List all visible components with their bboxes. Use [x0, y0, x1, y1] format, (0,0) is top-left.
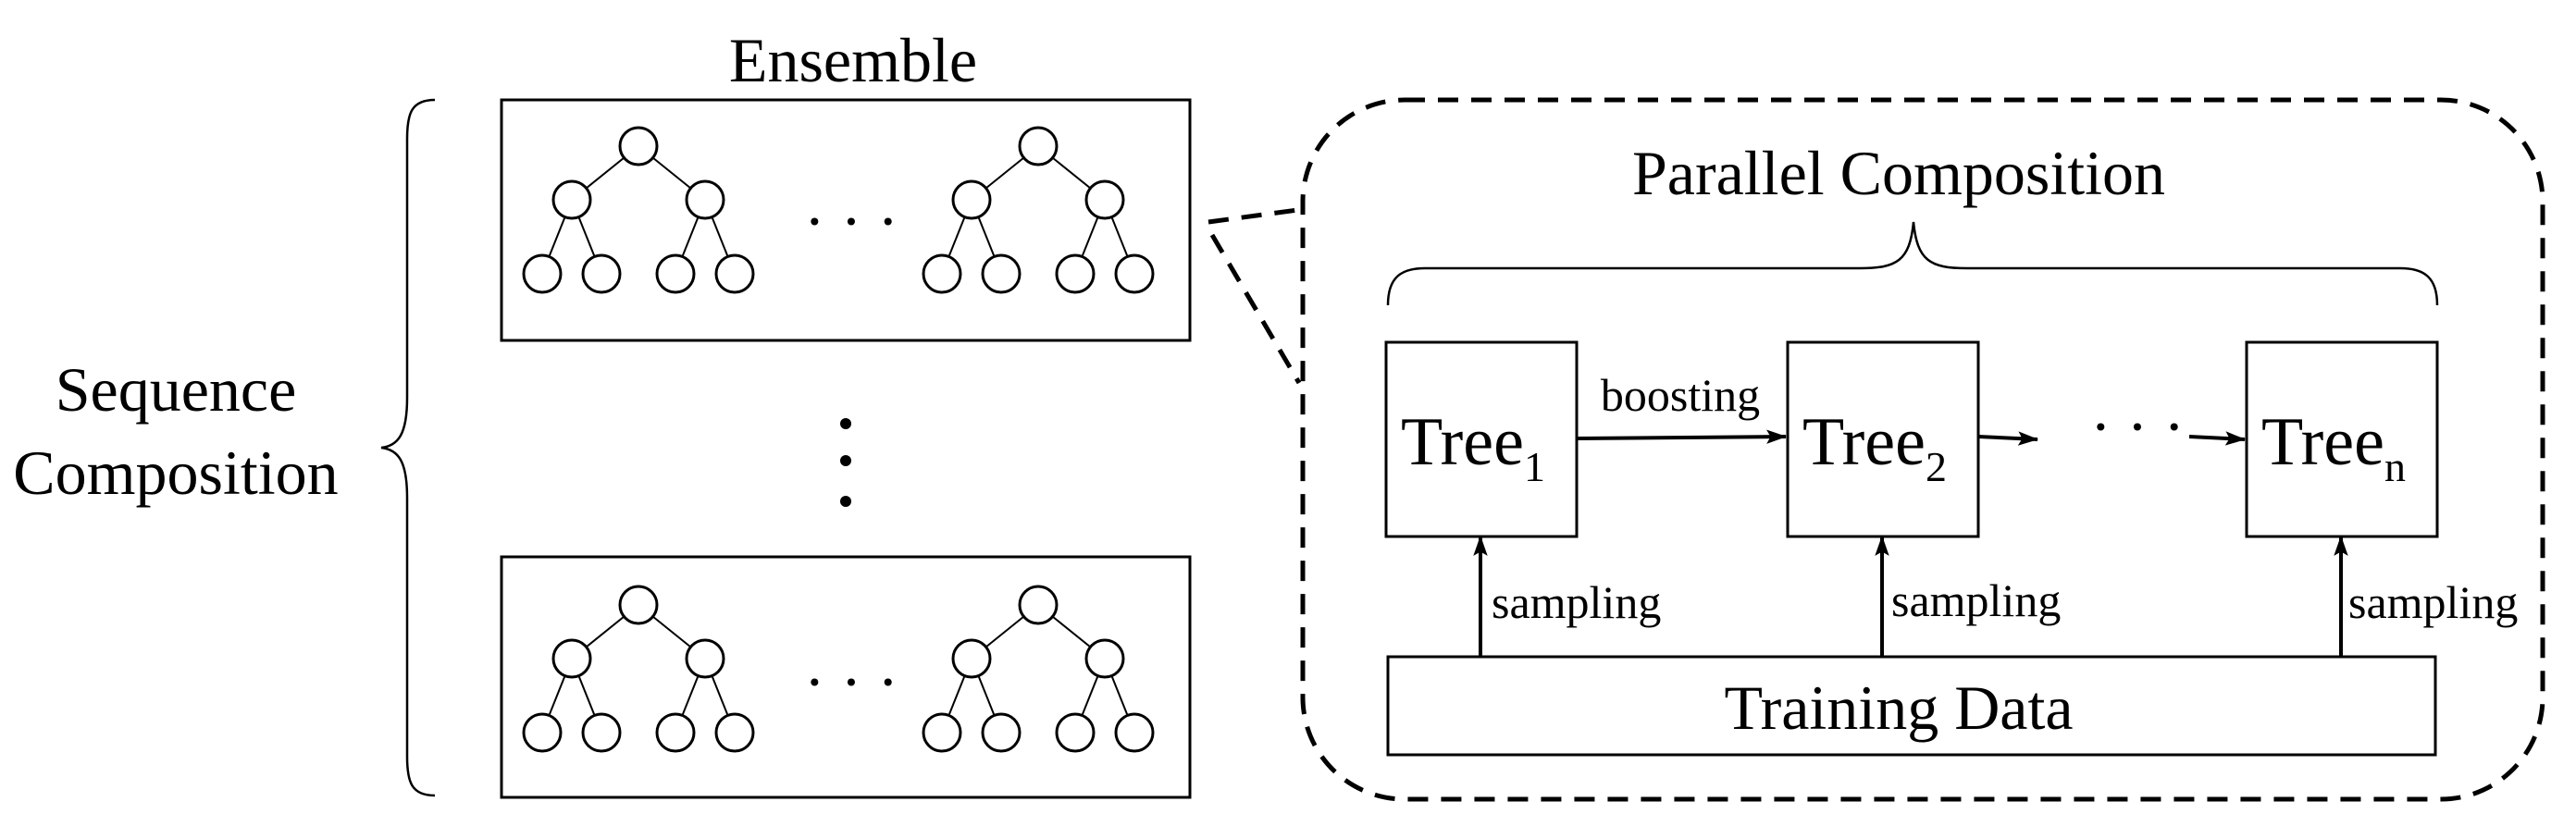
ensemble-trees: [522, 126, 1155, 753]
parallel-brace: [1386, 221, 2439, 306]
tree2-next-arrow: [1977, 431, 2039, 446]
tree-node: [551, 638, 592, 679]
vertical-dot: [840, 455, 851, 466]
tree-label-2: Tree2: [1802, 404, 1947, 490]
tree-node: [714, 712, 755, 753]
tree-node: [618, 126, 659, 166]
tree-node: [714, 253, 755, 294]
tree-node: [951, 638, 992, 679]
ensemble-box-bottom: [500, 555, 1192, 799]
tree-node: [981, 253, 1022, 294]
tree-node: [1018, 126, 1059, 166]
sampling-label-2: sampling: [1891, 574, 2061, 626]
tree-node: [922, 712, 962, 753]
tree-node: [522, 253, 563, 294]
tree-node: [618, 585, 659, 625]
vertical-dot: [840, 418, 851, 429]
tree-node: [922, 253, 962, 294]
tree-node: [685, 179, 725, 220]
parallel-callout-box: [1300, 97, 2545, 802]
boosting-arrow: [1576, 429, 1788, 444]
tree-node: [1084, 638, 1125, 679]
tree-node: [655, 712, 696, 753]
training-data-box: [1386, 655, 2437, 757]
parallel-title: Parallel Composition: [1632, 138, 2165, 208]
training-data-label: Training Data: [1724, 672, 2073, 743]
sequence-brace: [380, 98, 436, 797]
tree-node: [1084, 179, 1125, 220]
ensemble-box-top: [500, 98, 1192, 342]
tree-node: [581, 712, 622, 753]
sampling-label-1: sampling: [1492, 576, 1661, 628]
callout-connector: [1208, 206, 1306, 385]
treen-prev-arrow: [2188, 431, 2247, 446]
tree-node: [981, 712, 1022, 753]
tree-node: [685, 638, 725, 679]
vertical-ellipsis: [840, 418, 851, 507]
tree-node: [1114, 253, 1155, 294]
tree-label-n: Treen: [2261, 404, 2406, 490]
tree-node: [1114, 712, 1155, 753]
sequence-label-line2: Composition: [13, 438, 338, 508]
tree-node: [1055, 712, 1096, 753]
tree-node: [522, 712, 563, 753]
tree-label-1: Tree1: [1401, 404, 1545, 490]
tree-node: [551, 179, 592, 220]
sampling-label-n: sampling: [2348, 576, 2518, 628]
ensemble-title: Ensemble: [729, 25, 977, 95]
tree-node: [1018, 585, 1059, 625]
tree-node: [951, 179, 992, 220]
tree-node: [581, 253, 622, 294]
ensemble-bottom-ellipsis: · · ·: [804, 647, 898, 717]
trees-ellipsis: · · ·: [2090, 391, 2185, 462]
sequence-label-line1: Sequence: [56, 354, 297, 425]
tree-node: [1055, 253, 1096, 294]
ensemble-top-ellipsis: · · ·: [804, 186, 898, 256]
vertical-dot: [840, 496, 851, 507]
boosting-label: boosting: [1601, 369, 1760, 421]
tree-node: [655, 253, 696, 294]
